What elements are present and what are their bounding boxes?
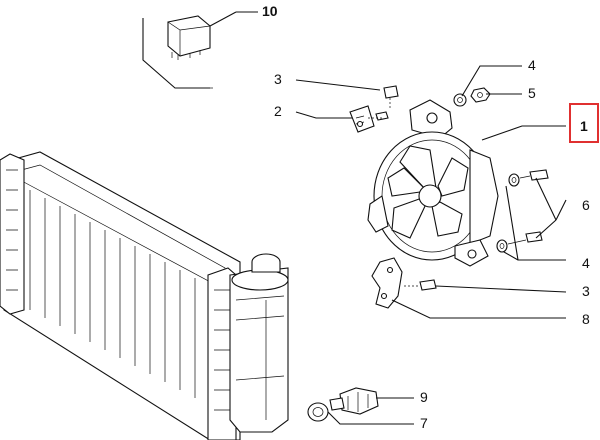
radiator-part <box>0 151 241 440</box>
callout-3-lower: 3 <box>582 283 590 299</box>
callout-1-highlight-box <box>569 103 599 143</box>
right-washer-upper <box>508 173 520 187</box>
callout-1[interactable]: 1 <box>580 118 588 134</box>
callout-4-upper: 4 <box>528 57 536 73</box>
upper-screw-part <box>383 85 399 110</box>
callout-3-upper: 3 <box>274 71 282 87</box>
upper-nut-part <box>470 87 491 103</box>
thermo-switch-part <box>329 387 379 415</box>
upper-bracket-part <box>349 105 389 133</box>
callout-5: 5 <box>528 85 536 101</box>
fan-assembly-part <box>367 99 499 267</box>
callout-10: 10 <box>262 3 278 19</box>
callout-2: 2 <box>274 103 282 119</box>
callout-4-lower: 4 <box>582 255 590 271</box>
lower-bracket-part <box>371 257 403 309</box>
relay-part <box>142 15 211 89</box>
right-screw-lower <box>507 231 543 245</box>
callout-6: 6 <box>582 197 590 213</box>
leader-lines <box>295 65 567 425</box>
expansion-tank-part <box>229 253 289 433</box>
right-screw-upper <box>519 169 549 181</box>
callout-7: 7 <box>420 415 428 431</box>
upper-washer-part <box>453 93 467 107</box>
lower-screw-part <box>404 279 437 291</box>
callout-9: 9 <box>420 389 428 405</box>
sealing-washer-part <box>307 402 329 422</box>
leader-10 <box>209 11 237 27</box>
callout-8: 8 <box>582 311 590 327</box>
right-washer-lower <box>496 239 508 253</box>
